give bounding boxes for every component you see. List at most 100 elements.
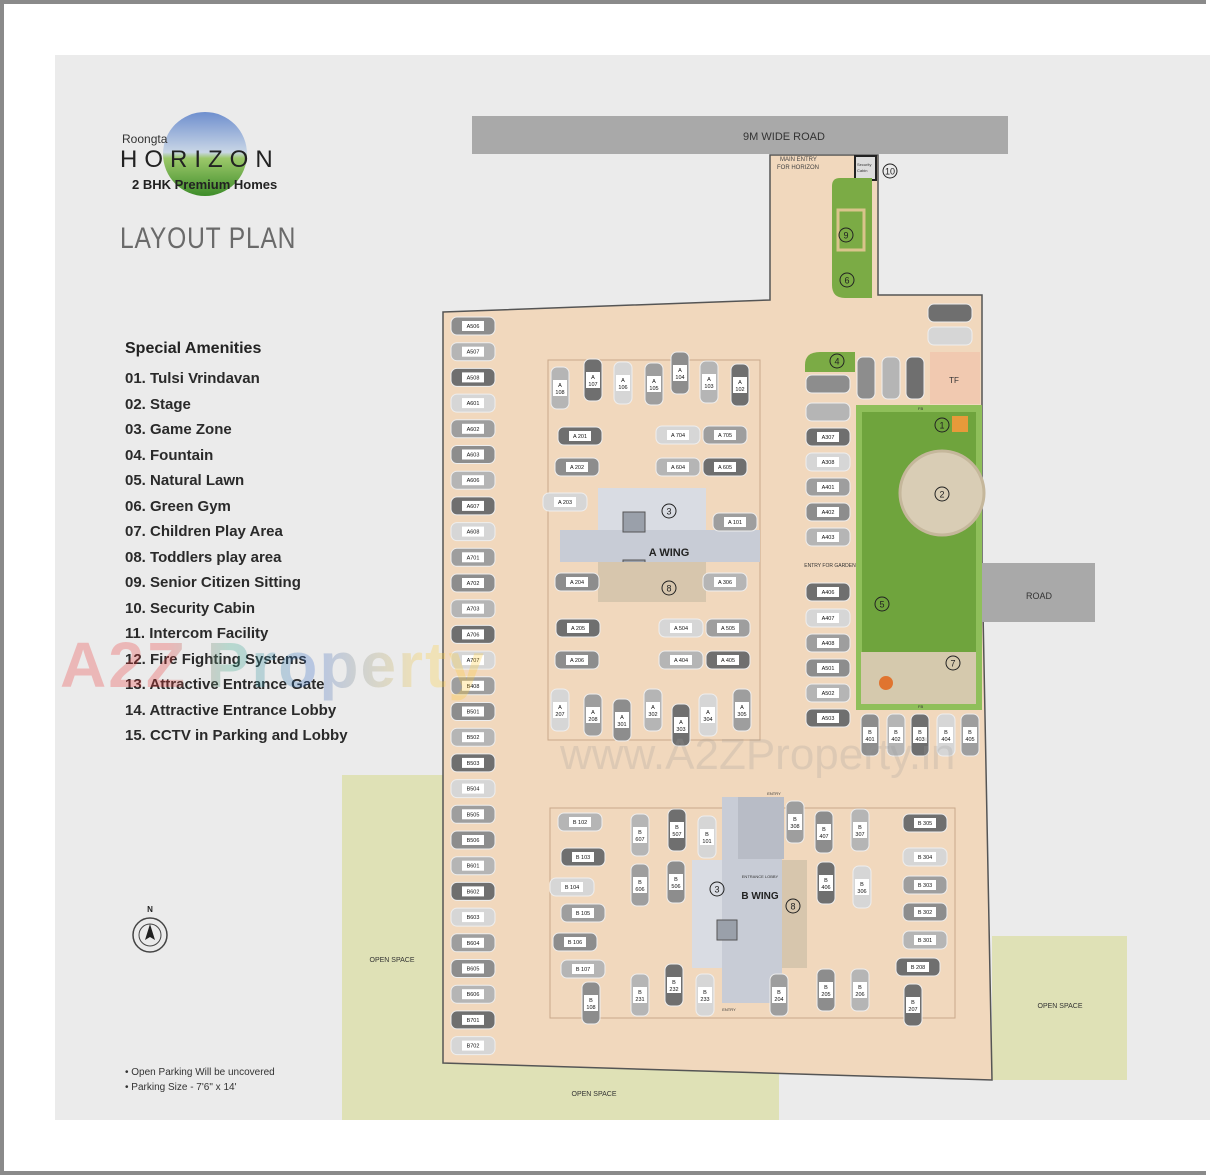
tulsi-vrindavan [952, 416, 968, 432]
parking-slot: A503 [805, 708, 851, 728]
road-top [472, 116, 1008, 154]
parking-slot: A 704 [655, 425, 701, 445]
parking-slot: A408 [805, 633, 851, 653]
parking-slot: A707 [450, 650, 496, 670]
parking-slot: B 106 [552, 932, 598, 952]
car-icon [905, 356, 925, 400]
amenity-item: 04. Fountain [125, 446, 214, 464]
b-wing-toddler-area [782, 860, 807, 968]
parking-slot-label: B603 [467, 915, 480, 921]
amenity-marker: 3 [709, 881, 725, 897]
parking-slot-label: A507 [467, 350, 480, 356]
car-icon [805, 374, 851, 394]
svg-text:N: N [147, 905, 153, 914]
amenity-marker: 1 [934, 417, 950, 433]
parking-slot-label: B502 [467, 735, 480, 741]
open-space-left-label: OPEN SPACE [370, 957, 415, 964]
parking-slot: A 604 [655, 457, 701, 477]
parking-slot: A 404 [658, 650, 704, 670]
parking-slot: B506 [450, 830, 496, 850]
play-equipment [879, 676, 893, 690]
parking-slot: A507 [450, 342, 496, 362]
parking-slot: A 306 [702, 572, 748, 592]
parking-slot: B 303 [902, 875, 948, 895]
parking-slot: A 201 [557, 426, 603, 446]
parking-slot: A701 [450, 547, 496, 567]
entrance-lobby-label: ENTRANCE LOBBY [742, 874, 779, 879]
parking-slot: B 104 [549, 877, 595, 897]
parking-slot-label: B504 [467, 787, 480, 793]
parking-slot: B 105 [560, 903, 606, 923]
amenity-item: 15. CCTV in Parking and Lobby [125, 727, 348, 744]
amenity-marker: 2 [934, 486, 950, 502]
parking-slot-label: B503 [467, 761, 480, 767]
parking-slot: A407 [805, 608, 851, 628]
parking-slot-label: A407 [822, 616, 835, 622]
amenity-item: 02. Stage [125, 395, 191, 413]
brand-project: HORIZON [120, 146, 280, 173]
parking-slot-label: A402 [822, 510, 835, 516]
svg-text:8: 8 [666, 584, 671, 594]
b-wing-building [738, 797, 784, 859]
parking-slot-label: B506 [467, 838, 480, 844]
b-wing-core [716, 919, 738, 941]
parking-slot-label: A706 [467, 632, 480, 638]
parking-slot-label: B 301 [918, 938, 932, 944]
parking-slot: A308 [805, 452, 851, 472]
parking-slot: B 302 [902, 902, 948, 922]
amenity-item: 03. Game Zone [125, 421, 232, 438]
parking-slot: A402 [805, 502, 851, 522]
amenity-marker: 7 [945, 655, 961, 671]
amenity-item: 09. Senior Citizen Sitting [125, 574, 301, 591]
a-wing-building [560, 530, 760, 562]
parking-slot-label: A408 [822, 641, 835, 647]
parking-slot-label: A 101 [728, 520, 742, 526]
parking-slot [927, 326, 973, 346]
note: • Parking Size - 7'6" x 14' [125, 1082, 237, 1093]
entry-label: ENTRY [722, 1007, 736, 1012]
open-space-right-label: OPEN SPACE [1038, 1003, 1083, 1010]
parking-slot-label: B408 [467, 684, 480, 690]
parking-slot-label: B 302 [918, 910, 932, 916]
parking-slot: A706 [450, 624, 496, 644]
svg-text:7: 7 [950, 659, 955, 669]
sitting-bench [836, 208, 866, 252]
amenity-marker: 8 [785, 898, 801, 914]
parking-slot-label: A 202 [570, 465, 584, 471]
amenity-item: 08. Toddlers play area [125, 548, 282, 566]
parking-slot: B 102 [557, 812, 603, 832]
svg-text:9: 9 [843, 231, 848, 241]
parking-slot-label: A 604 [671, 465, 685, 471]
parking-slot: B602 [450, 881, 496, 901]
parking-slot [805, 402, 851, 422]
brand-tagline: 2 BHK Premium Homes [132, 177, 278, 192]
parking-slot-label: A403 [822, 535, 835, 541]
parking-slot-label: B 106 [568, 940, 582, 946]
parking-slot-label: A502 [822, 691, 835, 697]
parking-slot: B603 [450, 907, 496, 927]
